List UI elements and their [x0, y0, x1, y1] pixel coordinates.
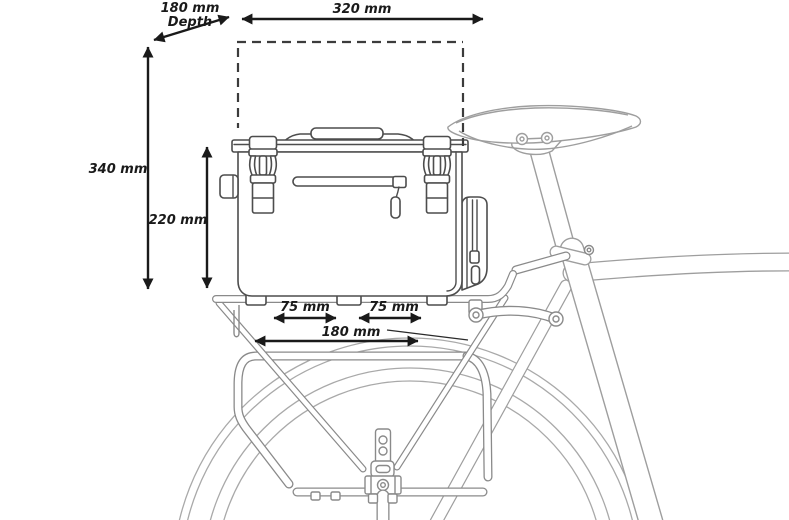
depth-word-label: Depth	[168, 15, 212, 30]
saddle	[447, 104, 642, 156]
depth-arrow	[153, 14, 230, 43]
depth-value-label: 180 mm	[161, 1, 220, 16]
side-pocket	[461, 196, 488, 291]
bag-buckle-right	[422, 135, 452, 214]
rear-rack	[216, 256, 566, 520]
mount-total-label: 180 mm	[322, 325, 381, 340]
width-label: 320 mm	[333, 2, 392, 17]
rail-hook	[233, 305, 240, 338]
tire-inner-arc	[223, 380, 597, 520]
side-zipper-pull	[470, 265, 481, 285]
saddle-top-contour	[455, 107, 629, 124]
bag-handle	[310, 127, 384, 140]
dashed-outline	[236, 40, 465, 146]
bracket-plate	[374, 428, 392, 464]
saddle-underside-contour	[458, 125, 633, 151]
trunk-bag	[219, 127, 488, 306]
seat-stay	[436, 286, 566, 520]
saddle-shell	[447, 104, 642, 144]
bag-left-tab	[219, 174, 239, 199]
front-zipper	[292, 176, 406, 187]
front-zipper-slider	[392, 175, 407, 189]
mounting-bracket	[310, 428, 402, 520]
rack-upper-stay-arm	[516, 256, 566, 270]
bag-body	[237, 151, 463, 297]
bracket-hole-1	[378, 435, 388, 445]
bag-height-label: 220 mm	[149, 213, 208, 228]
mount-left-label: 75 mm	[280, 300, 330, 315]
dimension-annotations: 180 mm Depth 320 mm 340 mm 220 mm 75 mm …	[89, 1, 484, 347]
tire-outer-arc	[209, 367, 611, 520]
bag-buckle-left	[248, 135, 278, 214]
mount-right-label: 75 mm	[369, 300, 419, 315]
side-zipper-slider	[469, 250, 480, 264]
mount-total-leader-line	[386, 329, 469, 341]
seat-tube	[556, 246, 651, 520]
overall-height-label: 340 mm	[89, 162, 148, 177]
bracket-slot	[375, 464, 391, 474]
bracket-hole-2	[378, 446, 388, 456]
front-zipper-pull	[390, 196, 401, 219]
